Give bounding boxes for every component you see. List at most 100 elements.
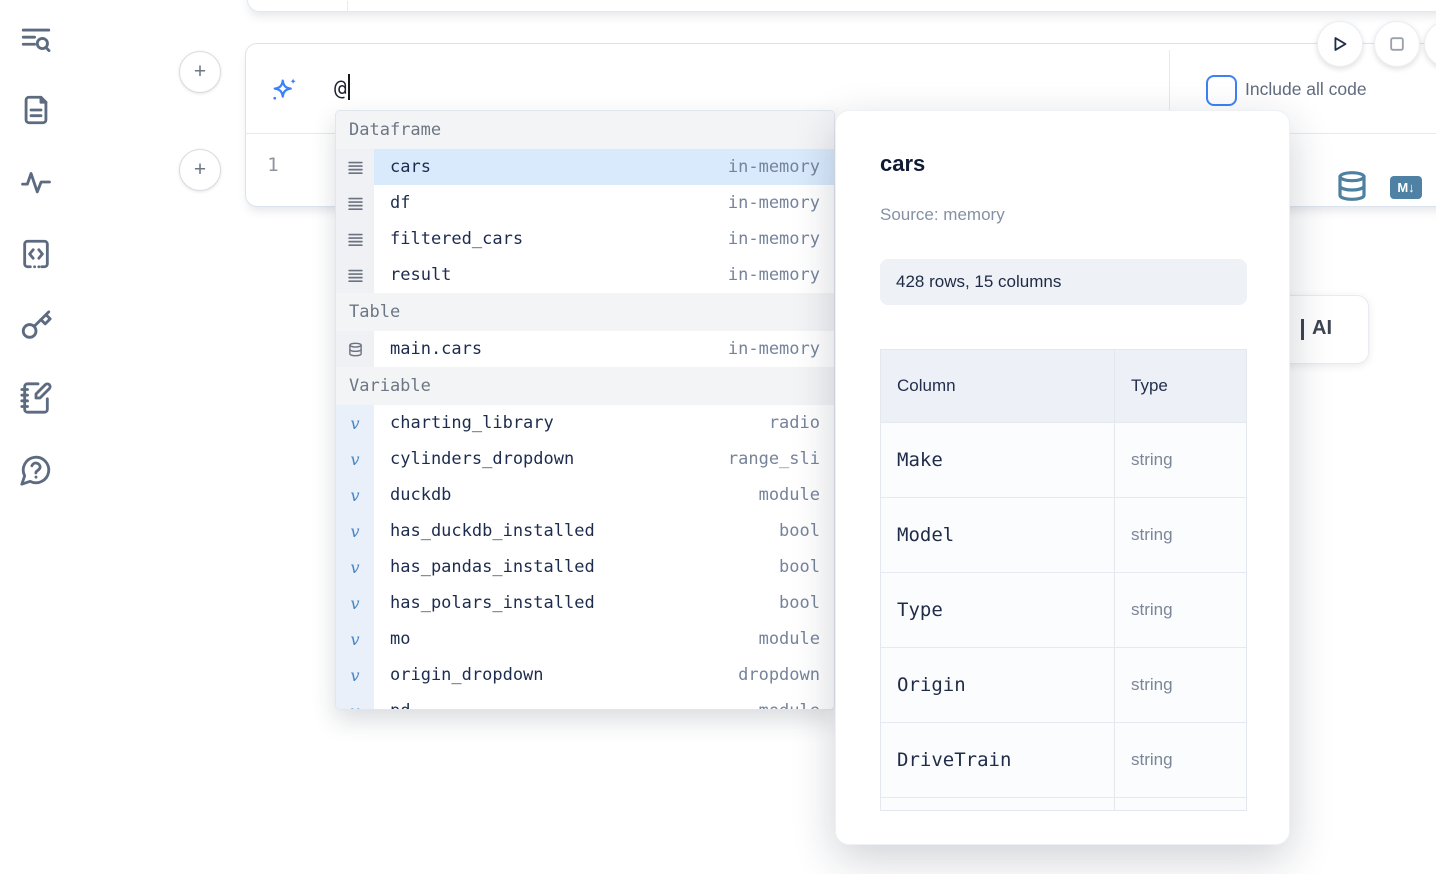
completion-section-header: Table [336,293,834,331]
run-cell-button[interactable] [1317,21,1363,67]
add-cell-above-button[interactable]: + [179,51,221,93]
database-icon[interactable] [1336,170,1368,204]
completion-item[interactable]: v charting_library radio [336,405,834,441]
column-name-cell: Origin [897,674,966,696]
document-icon[interactable] [19,93,53,127]
include-all-code-label: Include all code [1245,79,1367,99]
line-number: 1 [267,154,279,176]
gutter-divider [347,1,348,11]
column-name-cell: Make [897,449,943,471]
completion-item-body: pdmodule [374,693,834,709]
schema-table-row: Type string [881,572,1246,647]
schema-table-row: Origin string [881,647,1246,722]
variable-icon: v [336,549,374,585]
stop-button[interactable] [1374,21,1420,67]
completion-item-body: result in-memory [374,257,834,293]
column-type-cell [1114,798,1246,810]
completion-item[interactable]: vpdmodule [336,693,834,709]
notebook-pen-icon[interactable] [19,381,53,415]
text-cursor [347,74,350,100]
completion-item-meta: range_sli [727,449,820,469]
column-name-cell: DriveTrain [897,749,1012,771]
completion-item-meta: radio [768,413,820,433]
completion-item-name: duckdb [390,485,452,505]
completion-item-body: charting_library radio [374,405,834,441]
dataframe-icon [336,149,374,185]
popover-source: Source: memory [880,205,1005,224]
prompt-options-divider [1169,50,1170,116]
completion-item-body: filtered_cars in-memory [374,221,834,257]
dataframe-icon [336,221,374,257]
completion-item-meta: in-memory [727,157,820,177]
previous-cell [247,0,1436,12]
column-type-cell: string [1114,723,1246,797]
variable-icon: v [336,513,374,549]
variable-icon: v [336,477,374,513]
schema-table-row: Make string [881,422,1246,497]
completion-section-header: Dataframe [336,111,834,149]
add-cell-below-button[interactable]: + [179,149,221,191]
completion-item-meta: module [758,629,820,649]
completion-item[interactable]: result in-memory [336,257,834,293]
completion-item[interactable]: cars in-memory [336,149,834,185]
completion-item-name: result [390,265,452,285]
column-type-cell: string [1114,648,1246,722]
variable-icon: v [336,441,374,477]
completion-item-body: mo module [374,621,834,657]
completion-item[interactable]: filtered_cars in-memory [336,221,834,257]
table-of-contents-search-icon[interactable] [19,23,53,57]
variable-icon: v [336,621,374,657]
variable-icon: v [336,405,374,441]
completion-item-meta: in-memory [727,229,820,249]
key-icon[interactable] [19,309,53,343]
include-all-code-checkbox[interactable] [1206,75,1237,106]
shape-badge: 428 rows, 15 columns [880,259,1247,305]
variable-icon: v [336,693,374,709]
completion-item-name: mo [390,629,411,649]
markdown-convert-icon[interactable]: M↓ [1390,176,1422,199]
play-icon [1334,37,1347,51]
completion-item-name: has_duckdb_installed [390,521,595,541]
ai-prompt-input[interactable]: @ [334,74,350,100]
column-type-cell: string [1114,498,1246,572]
completion-item-name: charting_library [390,413,554,433]
completion-item-name: cars [390,157,431,177]
column-type-cell: string [1114,573,1246,647]
variable-icon: v [336,585,374,621]
schema-table-header-cell: Type [1114,350,1246,422]
column-name-cell: Type [897,599,943,621]
column-type-cell: string [1114,423,1246,497]
completion-item-name: df [390,193,411,213]
completion-item-meta: in-memory [727,339,820,359]
ai-sparkle-icon [269,75,299,105]
completion-item[interactable]: df in-memory [336,185,834,221]
completion-item-name: has_polars_installed [390,593,595,613]
schema-table-row [881,797,1246,810]
completion-item-meta: dropdown [738,665,820,685]
help-chat-icon[interactable] [19,453,53,487]
clipped-letter [1301,319,1304,340]
activity-icon[interactable] [19,165,53,199]
dataframe-icon [336,185,374,221]
code-snippet-icon[interactable] [19,237,53,271]
completion-item-meta: in-memory [727,265,820,285]
completion-item[interactable]: v has_polars_installed bool [336,585,834,621]
completion-item-name: filtered_cars [390,229,524,249]
completion-item-meta: module [759,701,820,709]
variable-icon: v [336,657,374,693]
completion-item-meta: in-memory [727,193,820,213]
completion-item-meta: bool [779,593,820,613]
